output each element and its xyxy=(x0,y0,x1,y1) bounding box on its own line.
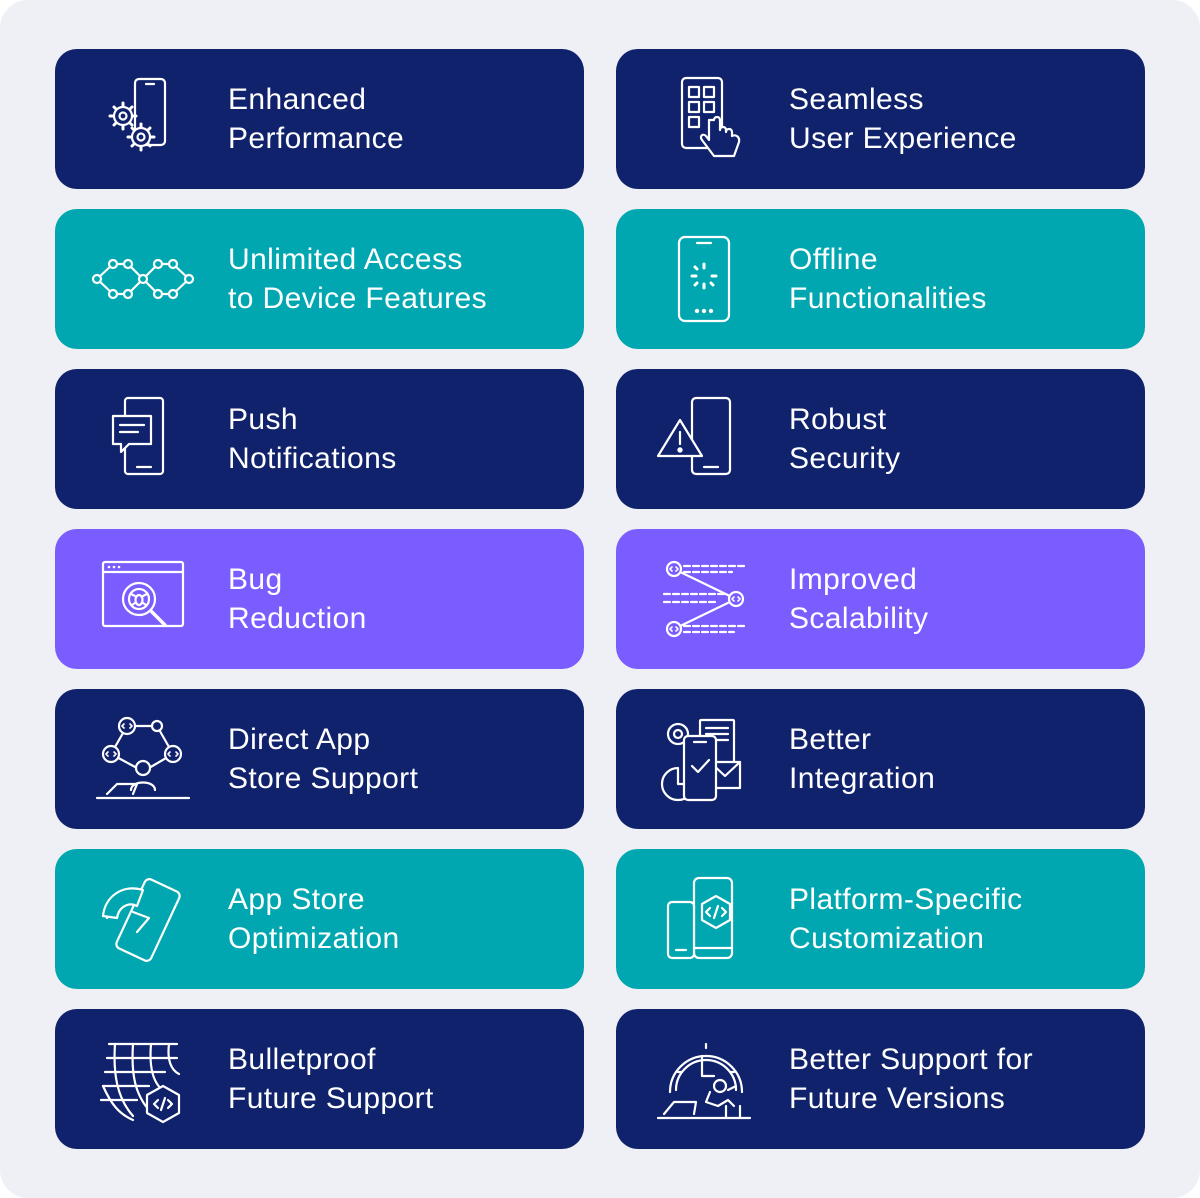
bug-search-icon xyxy=(83,549,203,649)
feature-label-line-1: App Store xyxy=(228,883,366,916)
feature-label-line-2: Reduction xyxy=(228,602,367,635)
feature-label-line-2: Customization xyxy=(789,922,985,955)
offline-phone-icon xyxy=(644,229,764,329)
feature-label: Unlimited Access to Device Features xyxy=(228,240,487,318)
developer-network-icon xyxy=(83,709,203,809)
feature-label-line-2: to Device Features xyxy=(228,282,487,315)
feature-card-bug-reduction: Bug Reduction xyxy=(55,529,584,669)
feature-label: Better Integration xyxy=(789,720,935,798)
feature-label-line-1: Improved xyxy=(789,563,918,596)
feature-card-direct-app-store-support: Direct App Store Support xyxy=(55,689,584,829)
feature-label: Robust Security xyxy=(789,400,901,478)
feature-label: Better Support for Future Versions xyxy=(789,1040,1033,1118)
feature-label: Seamless User Experience xyxy=(789,80,1017,158)
feature-card-app-store-optimization: App Store Optimization xyxy=(55,849,584,989)
feature-label-line-1: Better xyxy=(789,723,872,756)
code-network-icon xyxy=(644,549,764,649)
feature-label-line-2: Store Support xyxy=(228,762,419,795)
feature-card-seamless-user-experience: Seamless User Experience xyxy=(616,49,1145,189)
feature-label-line-2: Performance xyxy=(228,122,405,155)
feature-card-better-integration: Better Integration xyxy=(616,689,1145,829)
feature-card-improved-scalability: Improved Scalability xyxy=(616,529,1145,669)
feature-label-line-2: Optimization xyxy=(228,922,400,955)
gears-phone-icon xyxy=(83,69,203,169)
feature-label-line-2: Future Versions xyxy=(789,1082,1006,1115)
touch-phone-icon xyxy=(644,69,764,169)
feature-card-offline-functionalities: Offline Functionalities xyxy=(616,209,1145,349)
chat-phone-icon xyxy=(83,389,203,489)
feature-label-line-1: Platform-Specific xyxy=(789,883,1023,916)
feature-card-robust-security: Robust Security xyxy=(616,369,1145,509)
feature-label: Bulletproof Future Support xyxy=(228,1040,434,1118)
feature-card-push-notifications: Push Notifications xyxy=(55,369,584,509)
feature-label-line-1: Better Support for xyxy=(789,1043,1033,1076)
feature-card-unlimited-access: Unlimited Access to Device Features xyxy=(55,209,584,349)
feature-label-line-1: Bug xyxy=(228,563,283,596)
feature-label-line-2: Scalability xyxy=(789,602,929,635)
feature-card-platform-specific-customization: Platform-Specific Customization xyxy=(616,849,1145,989)
code-devices-icon xyxy=(644,869,764,969)
integration-phone-icon xyxy=(644,709,764,809)
clock-relax-icon xyxy=(644,1029,764,1129)
feature-label-line-1: Enhanced xyxy=(228,83,367,116)
feature-label: Platform-Specific Customization xyxy=(789,880,1023,958)
feature-label-line-2: Integration xyxy=(789,762,936,795)
feature-label: Push Notifications xyxy=(228,400,397,478)
feature-label: Improved Scalability xyxy=(789,560,928,638)
feature-label-line-2: Future Support xyxy=(228,1082,434,1115)
feature-label-line-1: Unlimited Access xyxy=(228,243,463,276)
feature-label-line-2: Functionalities xyxy=(789,282,987,315)
feature-label-line-1: Bulletproof xyxy=(228,1043,376,1076)
feature-label-line-1: Offline xyxy=(789,243,878,276)
feature-label: Bug Reduction xyxy=(228,560,367,638)
feature-label-line-2: Security xyxy=(789,442,901,475)
feature-label-line-1: Seamless xyxy=(789,83,924,116)
feature-label: Direct App Store Support xyxy=(228,720,418,798)
rotate-phone-icon xyxy=(83,869,203,969)
feature-label-line-2: Notifications xyxy=(228,442,397,475)
feature-label: App Store Optimization xyxy=(228,880,400,958)
feature-label: Enhanced Performance xyxy=(228,80,404,158)
feature-card-better-support-future-versions: Better Support for Future Versions xyxy=(616,1009,1145,1149)
infinity-nodes-icon xyxy=(83,229,203,329)
feature-label-line-1: Push xyxy=(228,403,298,436)
warning-phone-icon xyxy=(644,389,764,489)
feature-card-bulletproof-future-support: Bulletproof Future Support xyxy=(55,1009,584,1149)
feature-label-line-1: Direct App xyxy=(228,723,371,756)
feature-label-line-2: User Experience xyxy=(789,122,1017,155)
feature-grid: Enhanced Performance Seamless User Exper… xyxy=(55,49,1145,1149)
code-grid-icon xyxy=(83,1029,203,1129)
feature-label-line-1: Robust xyxy=(789,403,887,436)
feature-label: Offline Functionalities xyxy=(789,240,987,318)
feature-card-enhanced-performance: Enhanced Performance xyxy=(55,49,584,189)
